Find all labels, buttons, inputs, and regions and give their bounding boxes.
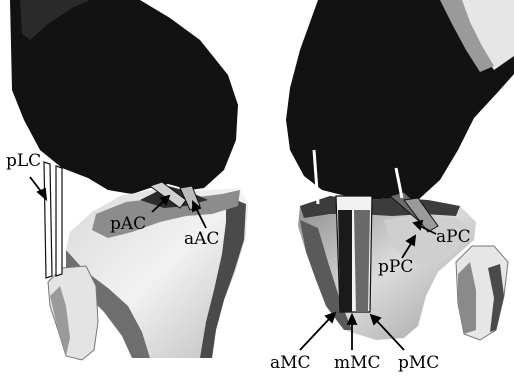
- label-pLC: pLC: [6, 151, 41, 171]
- right-mcl-mid: [354, 210, 370, 312]
- arrow-aMC: [300, 318, 330, 350]
- label-aAC: aAC: [184, 229, 219, 249]
- label-pAC: pAC: [110, 214, 146, 234]
- right-knee-view: aPC pPC aMC mMC pMC: [270, 0, 514, 373]
- left-knee-view: pLC pAC aAC: [6, 0, 248, 360]
- right-mcl-dark: [338, 210, 352, 312]
- left-lateral-collateral-ligament-2: [56, 166, 62, 276]
- label-pPC: pPC: [378, 257, 413, 277]
- label-mMC: mMC: [334, 353, 381, 373]
- left-lateral-collateral-ligament: [44, 162, 52, 278]
- label-aPC: aPC: [436, 227, 471, 247]
- right-tibia-plateau-dark: [300, 196, 460, 218]
- label-aMC: aMC: [270, 353, 311, 373]
- label-pMC: pMC: [398, 353, 439, 373]
